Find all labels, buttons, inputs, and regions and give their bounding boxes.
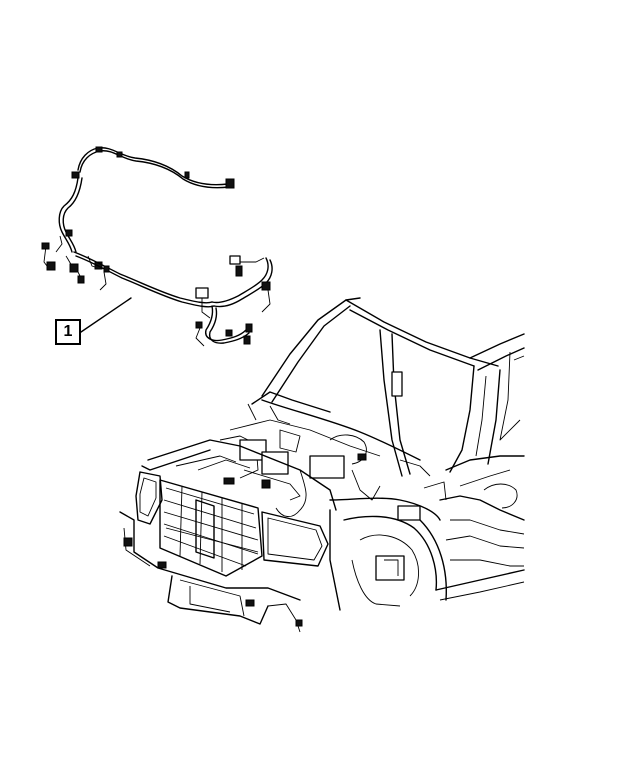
- wiring-harness-illustration: [41, 146, 273, 347]
- vehicle-front-illustration: [119, 297, 525, 633]
- callout-label-1: 1: [55, 319, 81, 345]
- leader-line: [80, 297, 132, 333]
